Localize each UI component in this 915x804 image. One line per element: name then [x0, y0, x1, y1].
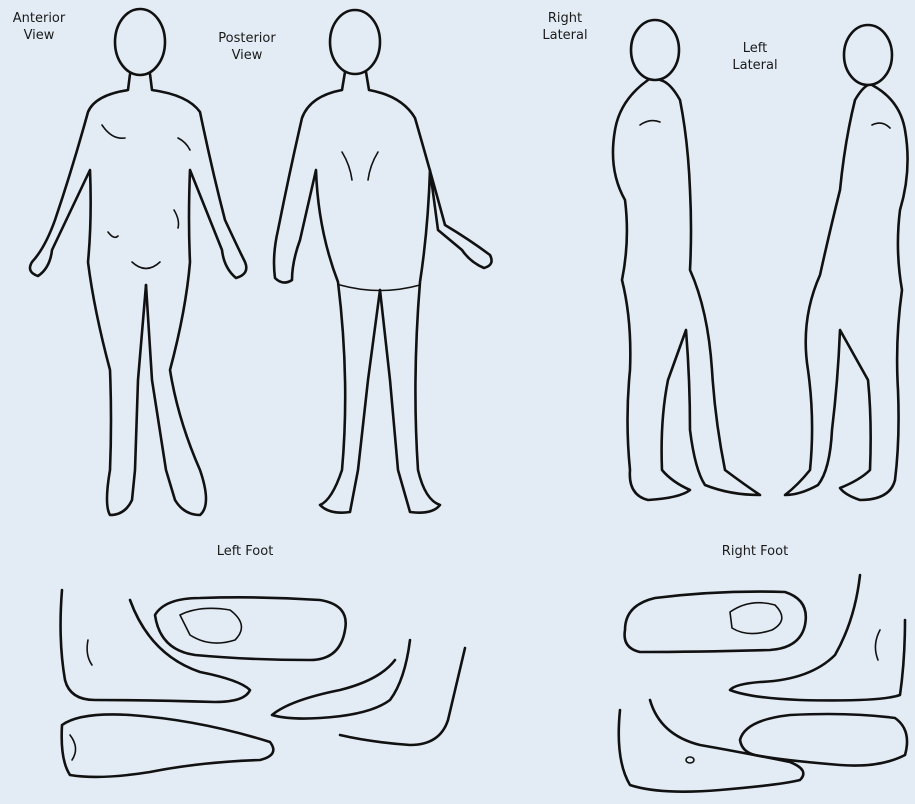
right-foot-medial-view: [730, 575, 905, 700]
right-foot-sole-view: [625, 592, 806, 652]
right-foot-lateral-view: [619, 700, 804, 792]
